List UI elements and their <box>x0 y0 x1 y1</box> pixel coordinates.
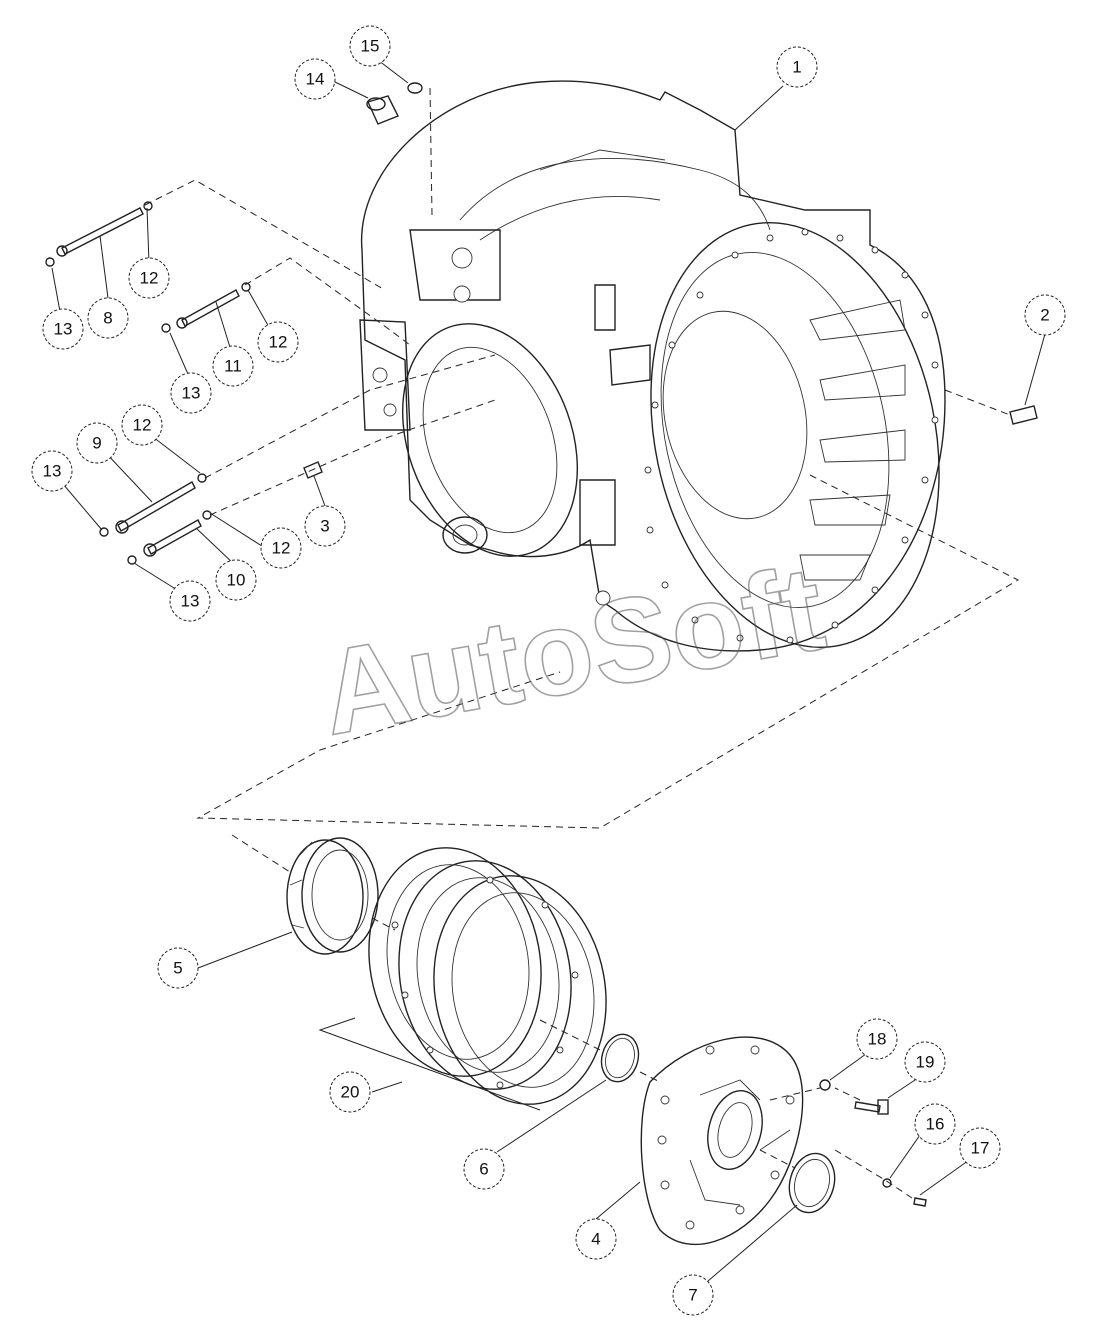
screw-part-17 <box>913 1197 927 1207</box>
callout-1: 1 <box>776 46 818 88</box>
callout-leaders <box>51 53 1046 1282</box>
callout-3: 3 <box>304 505 346 547</box>
callout-7: 7 <box>672 1274 714 1316</box>
callout-10: 10 <box>215 559 257 601</box>
callout-13: 13 <box>42 308 84 350</box>
callout-17: 17 <box>959 1127 1001 1169</box>
svg-text:13: 13 <box>181 592 200 611</box>
svg-text:8: 8 <box>103 309 112 328</box>
svg-text:6: 6 <box>479 1160 488 1179</box>
svg-text:12: 12 <box>272 539 291 558</box>
svg-text:12: 12 <box>269 333 288 352</box>
svg-text:13: 13 <box>43 462 62 481</box>
pin-part-3 <box>303 461 323 479</box>
callout-2: 2 <box>1024 294 1066 336</box>
callout-13: 13 <box>31 450 73 492</box>
callout-12: 12 <box>257 321 299 363</box>
svg-text:13: 13 <box>54 320 73 339</box>
callout-15: 15 <box>349 25 391 67</box>
svg-text:17: 17 <box>971 1139 990 1158</box>
svg-text:9: 9 <box>92 434 101 453</box>
svg-text:16: 16 <box>926 1115 945 1134</box>
svg-text:2: 2 <box>1040 306 1049 325</box>
washer-part-18 <box>819 1079 831 1091</box>
ring-part-13 <box>45 257 55 267</box>
tube-part-11 <box>176 289 240 329</box>
watermark-text: AutoSoft <box>311 541 833 761</box>
callout-12: 12 <box>128 257 170 299</box>
svg-text:3: 3 <box>320 517 329 536</box>
callout-11: 11 <box>212 345 254 387</box>
housing-part-1 <box>359 80 946 652</box>
callout-14: 14 <box>294 58 336 100</box>
svg-text:12: 12 <box>140 269 159 288</box>
callout-20: 20 <box>329 1071 371 1113</box>
svg-text:5: 5 <box>173 959 182 978</box>
callout-13: 13 <box>170 372 212 414</box>
oring-part-15 <box>407 82 423 94</box>
callout-12: 12 <box>260 527 302 569</box>
callout-4: 4 <box>575 1218 617 1260</box>
svg-text:4: 4 <box>591 1230 600 1249</box>
bolt-part-19 <box>854 1099 889 1115</box>
callout-6: 6 <box>463 1148 505 1190</box>
tube-part-10 <box>143 519 202 557</box>
callout-5: 5 <box>157 947 199 989</box>
callout-9: 9 <box>76 422 118 464</box>
seal-part-6 <box>600 1033 640 1083</box>
shim-pack-part-20 <box>368 847 607 1105</box>
pin-part-2 <box>1009 405 1038 425</box>
svg-text:7: 7 <box>688 1286 697 1305</box>
callout-16: 16 <box>914 1103 956 1145</box>
cover-part-4 <box>640 1036 804 1246</box>
svg-text:1: 1 <box>792 58 801 77</box>
svg-text:12: 12 <box>133 416 152 435</box>
svg-text:10: 10 <box>227 571 246 590</box>
callout-18: 18 <box>856 1018 898 1060</box>
plug-part-14 <box>366 95 399 125</box>
alignment-lines <box>144 87 1020 1199</box>
svg-text:19: 19 <box>916 1053 935 1072</box>
washer-part-16 <box>882 1178 892 1188</box>
callout-12: 12 <box>121 404 163 446</box>
callout-8: 8 <box>87 297 129 339</box>
callout-19: 19 <box>904 1041 946 1083</box>
seal-part-7 <box>788 1152 836 1214</box>
svg-text:11: 11 <box>224 357 242 376</box>
svg-text:18: 18 <box>868 1030 887 1049</box>
tube-part-9 <box>115 481 196 534</box>
callout-13: 13 <box>169 580 211 622</box>
ring-part-12 <box>143 201 153 211</box>
svg-text:15: 15 <box>361 37 380 56</box>
bearing-part-5 <box>286 837 379 955</box>
svg-text:13: 13 <box>182 384 201 403</box>
tube-part-8 <box>56 207 144 257</box>
svg-text:14: 14 <box>306 70 325 89</box>
svg-text:20: 20 <box>341 1083 360 1102</box>
